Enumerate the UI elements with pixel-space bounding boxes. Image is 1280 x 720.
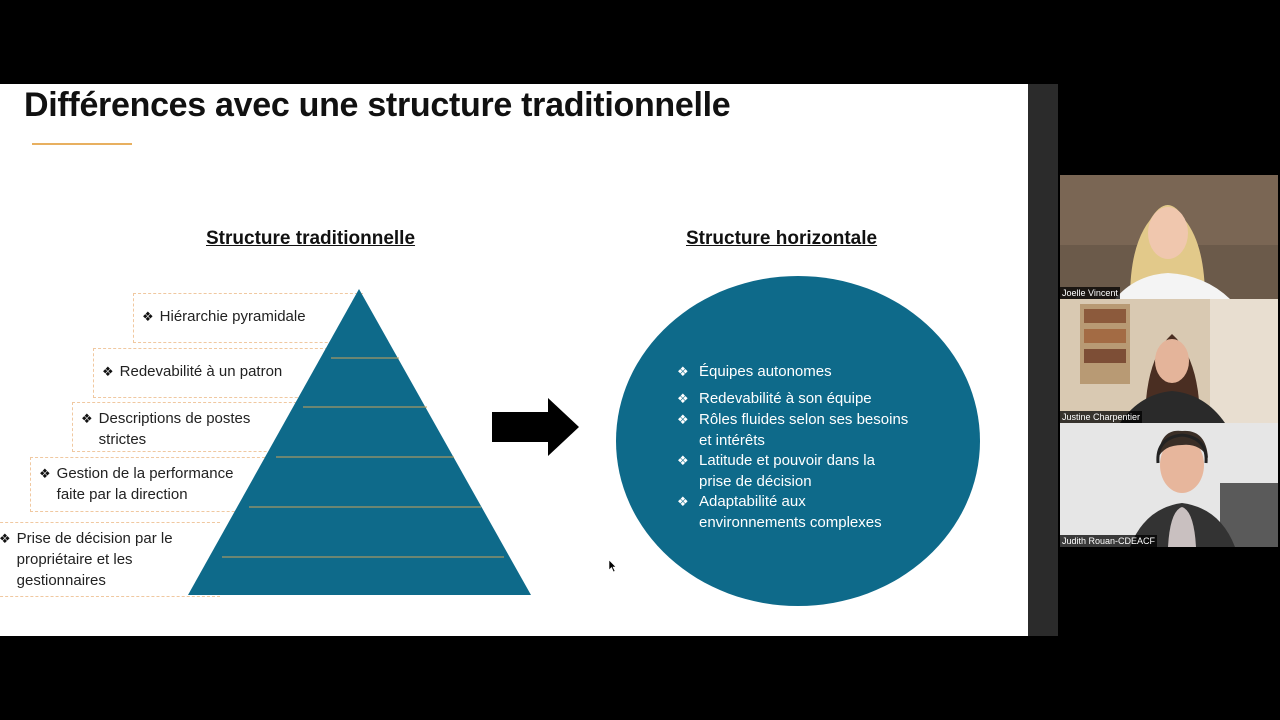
- participant-name: Justine Charpentier: [1060, 411, 1143, 423]
- bullet-icon: ❖: [677, 364, 689, 379]
- horizontal-structure-circle: [616, 276, 980, 606]
- bullet-icon: ❖: [677, 494, 689, 509]
- participant-video-2[interactable]: Justine Charpentier: [1060, 299, 1278, 423]
- participant-video-1[interactable]: Joelle Vincent: [1060, 175, 1278, 299]
- step-text: Prise de décision par le: [16, 530, 173, 547]
- pyramid-step-2: ❖ Redevabilité à un patron: [93, 348, 333, 398]
- step-text: Hiérarchie pyramidale: [159, 308, 306, 325]
- right-heading: Structure horizontale: [686, 228, 878, 249]
- bullet-icon: ❖: [677, 390, 689, 406]
- step-text: propriétaire et les: [16, 551, 133, 568]
- circle-item: ❖Équipes autonomes: [677, 362, 908, 383]
- bullet-icon: ❖: [81, 411, 93, 426]
- slide-scrollbar[interactable]: [1028, 84, 1058, 636]
- bullet-icon: ❖: [677, 453, 689, 468]
- step-text: Descriptions de postes: [98, 410, 251, 427]
- pyramid-step-3: ❖ Descriptions de postes strictes: [72, 402, 312, 452]
- step-text: strictes: [98, 431, 147, 448]
- step-text: faite par la direction: [56, 486, 188, 503]
- bullet-icon: ❖: [0, 531, 11, 546]
- step-text: Gestion de la performance: [56, 465, 234, 482]
- participant-video-3[interactable]: Judith Rouan-CDEACF: [1060, 423, 1278, 547]
- participant-name: Judith Rouan-CDEACF: [1060, 535, 1158, 547]
- pyramid-step-5: ❖ Prise de décision par le propriétaire et…: [0, 522, 220, 597]
- circle-list: ❖Équipes autonomes ❖Redevabilité à son é…: [677, 362, 908, 533]
- bullet-icon: ❖: [39, 466, 51, 481]
- title-accent-line: [32, 143, 132, 145]
- left-heading: Structure traditionnelle: [206, 228, 416, 249]
- bullet-icon: ❖: [677, 412, 689, 427]
- participant-video-feed: [1060, 175, 1278, 299]
- pyramid-step-4: ❖ Gestion de la performance faite par la d…: [30, 457, 270, 512]
- slide-title: Différences avec une structure tradition…: [24, 86, 731, 124]
- presentation-slide: Différences avec une structure tradition…: [0, 84, 1028, 636]
- participant-video-feed: [1060, 299, 1278, 423]
- mouse-cursor-icon: [609, 560, 617, 572]
- bullet-icon: ❖: [102, 364, 114, 379]
- circle-item: ❖Redevabilité à son équipe: [677, 389, 908, 410]
- right-arrow-icon: [492, 398, 579, 456]
- step-text: gestionnaires: [16, 572, 106, 589]
- step-text: Redevabilité à un patron: [119, 363, 283, 380]
- pyramid-step-1: ❖ Hiérarchie pyramidale: [133, 293, 363, 343]
- participant-name: Joelle Vincent: [1060, 287, 1120, 299]
- participant-video-feed: [1060, 423, 1278, 547]
- bullet-icon: ❖: [142, 309, 154, 324]
- pyramid-shape: [188, 289, 531, 595]
